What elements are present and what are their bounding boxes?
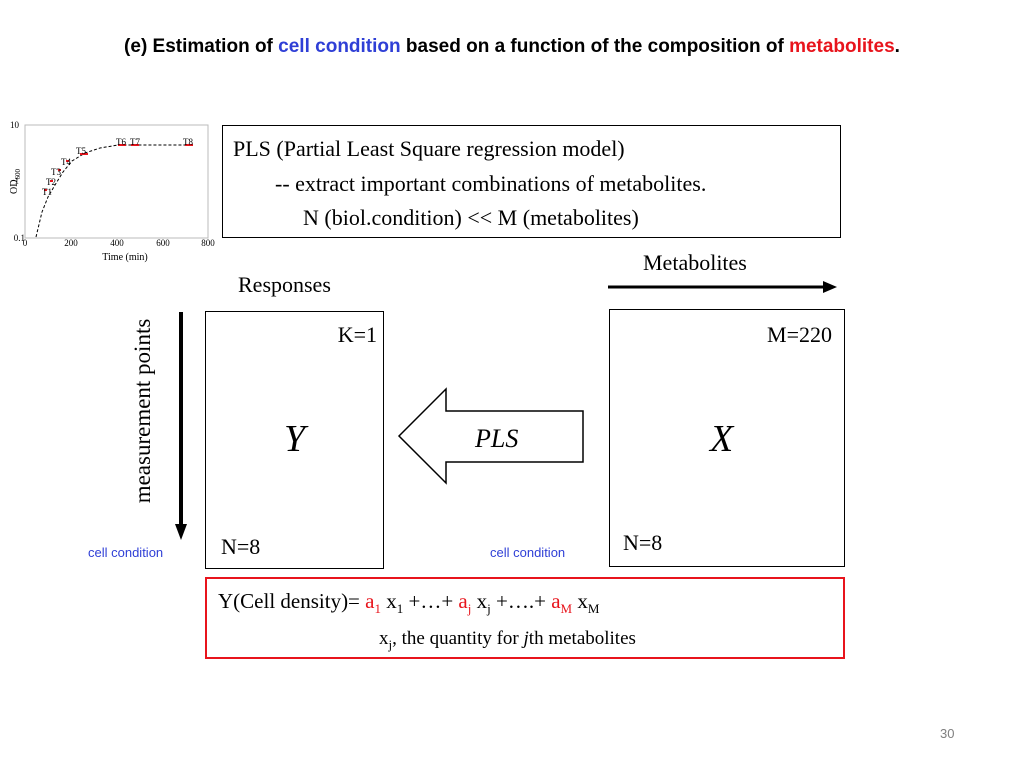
formula-line2-text1: , the quantity for — [392, 628, 524, 649]
formula-xm: x — [572, 589, 588, 613]
pls-arrow-label: PLS — [475, 424, 519, 453]
svg-text:OD600: OD600 — [9, 169, 22, 194]
formula-xj: x — [471, 589, 488, 613]
formula-a1-sub: 1 — [374, 601, 381, 617]
x-tick-600: 600 — [156, 238, 170, 248]
cell-condition-left: cell condition — [88, 545, 164, 560]
title-part1: (e) Estimation of — [124, 36, 279, 57]
formula-line2-j: j — [523, 628, 529, 649]
measurement-points-arrow — [175, 312, 187, 540]
y-tick-1: 1 — [15, 176, 20, 186]
slide-title: (e) Estimation of cell condition based o… — [0, 36, 1024, 58]
formula-am-sub: M — [560, 601, 573, 617]
formula-line2-x: x — [379, 628, 389, 649]
page-number: 30 — [940, 726, 955, 741]
formula-xm-sub: M — [587, 601, 600, 617]
pls-line3: N (biol.condition) << M (metabolites) — [303, 205, 639, 230]
point-t5 — [80, 153, 88, 155]
pls-description-box: PLS (Partial Least Square regression mod… — [222, 125, 841, 238]
point-t7 — [131, 144, 139, 146]
x-tick-0: 0 — [23, 238, 28, 248]
data-points — [44, 144, 193, 191]
point-t4 — [66, 160, 69, 162]
y-matrix: K=1 Y N=8 — [205, 311, 384, 569]
point-t3 — [58, 169, 61, 171]
formula-line2-text2: th metabolites — [528, 628, 636, 649]
x-matrix-n: N=8 — [623, 530, 663, 555]
point-t1 — [44, 189, 47, 191]
x-matrix-symbol: X — [710, 418, 734, 460]
y-matrix-n: N=8 — [221, 534, 261, 559]
measurement-points-label: measurement points — [130, 318, 155, 504]
x-matrix-m: M=220 — [767, 322, 832, 347]
y-axis-label: OD600 — [9, 169, 22, 194]
x-matrix: M=220 X N=8 — [609, 309, 845, 567]
metabolites-label: Metabolites — [643, 250, 747, 275]
pls-line1: PLS (Partial Least Square regression mod… — [233, 136, 625, 161]
formula-line2-x-sub: j — [388, 636, 393, 652]
formula-aj: a — [458, 589, 468, 613]
point-t6 — [118, 144, 126, 146]
formula-am: a — [551, 589, 561, 613]
formula-a1: a — [365, 589, 375, 613]
metabolites-arrow — [608, 281, 837, 293]
growth-curve — [35, 144, 190, 238]
formula-plus1: +…+ — [403, 589, 459, 613]
y-matrix-k: K=1 — [337, 322, 377, 347]
point-t8 — [185, 144, 193, 146]
formula-line2: xj, the quantity for jth metabolites — [379, 628, 636, 653]
title-metabolites: metabolites — [789, 36, 895, 57]
title-part3: based on a function of the composition o… — [400, 36, 790, 57]
pls-line2: -- extract important combinations of met… — [275, 171, 707, 196]
responses-label: Responses — [238, 272, 331, 297]
growth-curve-chart: 10 1 0.1 0 200 400 600 800 Time (min) OD… — [9, 120, 215, 263]
label-t7: T7 — [130, 137, 140, 147]
label-t5: T5 — [76, 146, 86, 156]
formula-box: Y(Cell density)= a1 x1 +…+ aj xj +….+ aM… — [205, 577, 845, 659]
formula-xj-sub: j — [487, 601, 491, 617]
x-axis-label: Time (min) — [102, 252, 147, 263]
pls-arrow — [397, 387, 584, 485]
formula-lhs: Y(Cell density)= — [218, 589, 366, 613]
chart-frame — [24, 124, 209, 239]
formula-x1-sub: 1 — [396, 601, 404, 617]
title-part5: . — [894, 36, 900, 57]
x-tick-200: 200 — [64, 238, 78, 248]
formula-aj-sub: j — [467, 601, 472, 617]
y-tick-10: 10 — [10, 120, 20, 130]
formula-plus2: +….+ — [490, 589, 552, 613]
cell-condition-right: cell condition — [490, 545, 566, 560]
label-t4: T4 — [61, 157, 71, 167]
title-cell-condition: cell condition — [278, 36, 401, 57]
y-tick-0-1: 0.1 — [14, 233, 25, 243]
label-t3: T3 — [51, 167, 61, 177]
point-labels: T1 T2 T3 T4 T5 T6 T7 T8 — [42, 137, 193, 197]
label-t6: T6 — [116, 137, 126, 147]
formula-line1: Y(Cell density)= a1 x1 +…+ aj xj +….+ aM… — [218, 589, 599, 617]
point-t2 — [50, 180, 53, 182]
label-t2: T2 — [46, 177, 56, 187]
x-tick-400: 400 — [110, 238, 124, 248]
formula-x1: x — [380, 589, 397, 613]
label-t8: T8 — [183, 137, 193, 147]
x-tick-800: 800 — [201, 238, 215, 248]
label-t1: T1 — [42, 187, 52, 197]
y-matrix-symbol: Y — [284, 418, 306, 460]
